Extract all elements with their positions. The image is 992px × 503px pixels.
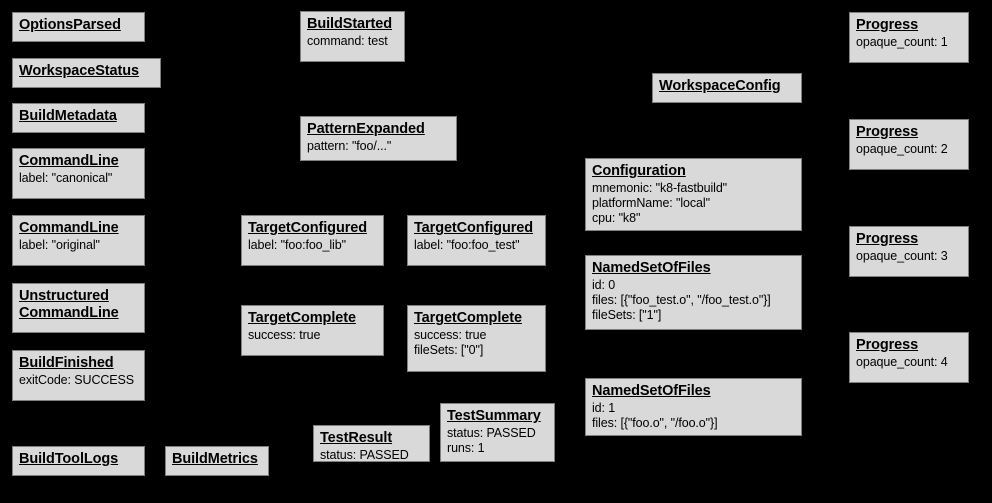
node-field-0: label: "canonical" xyxy=(19,171,113,186)
node-title: WorkspaceConfig xyxy=(659,78,781,94)
node-command-line-original[interactable]: CommandLine label: "original" xyxy=(12,215,145,266)
node-test-result[interactable]: TestResult status: PASSED xyxy=(313,425,430,462)
node-field-1: runs: 1 xyxy=(447,440,485,455)
node-build-started[interactable]: BuildStarted command: test xyxy=(300,11,405,62)
node-field-0: status: PASSED xyxy=(447,426,536,441)
node-field-2: cpu: "k8" xyxy=(592,210,641,225)
node-field-0: pattern: "foo/..." xyxy=(307,139,392,154)
node-field-0: opaque_count: 1 xyxy=(856,35,948,50)
node-field-0: id: 1 xyxy=(592,401,616,416)
node-title: TargetConfigured xyxy=(414,220,533,236)
node-target-configured-foo-lib[interactable]: TargetConfigured label: "foo:foo_lib" xyxy=(241,215,384,266)
node-workspace-config[interactable]: WorkspaceConfig xyxy=(652,73,802,103)
node-field-0: label: "original" xyxy=(19,238,100,253)
node-progress-3[interactable]: Progress opaque_count: 3 xyxy=(849,226,969,277)
node-title: Progress xyxy=(856,231,919,247)
node-title: Configuration xyxy=(592,163,686,179)
node-title: OptionsParsed xyxy=(19,17,121,33)
node-build-tool-logs[interactable]: BuildToolLogs xyxy=(12,446,145,476)
node-title: TestResult xyxy=(320,430,393,446)
node-pattern-expanded[interactable]: PatternExpanded pattern: "foo/..." xyxy=(300,116,457,161)
node-title: TargetConfigured xyxy=(248,220,367,236)
node-workspace-status[interactable]: WorkspaceStatus xyxy=(12,58,161,88)
node-field-0: label: "foo:foo_lib" xyxy=(248,238,346,253)
node-field-0: mnemonic: "k8-fastbuild" xyxy=(592,181,728,196)
node-field-2: fileSets: ["1"] xyxy=(592,307,662,322)
node-title: Progress xyxy=(856,337,919,353)
node-title: BuildToolLogs xyxy=(19,451,119,467)
node-command-line-canonical[interactable]: CommandLine label: "canonical" xyxy=(12,148,145,199)
node-options-parsed[interactable]: OptionsParsed xyxy=(12,12,145,42)
node-title: Progress xyxy=(856,124,919,140)
node-title: PatternExpanded xyxy=(307,121,425,137)
node-field-0: status: PASSED xyxy=(320,448,409,463)
node-title: TargetComplete xyxy=(248,310,356,326)
node-field-0: label: "foo:foo_test" xyxy=(414,238,520,253)
node-field-1: platformName: "local" xyxy=(592,195,710,210)
node-title: NamedSetOfFiles xyxy=(592,260,711,276)
node-field-1: files: [{"foo.o", "/foo.o"}] xyxy=(592,415,718,430)
node-field-0: success: true xyxy=(248,328,321,343)
node-field-0: opaque_count: 2 xyxy=(856,142,948,157)
node-field-0: id: 0 xyxy=(592,278,616,293)
node-title: TestSummary xyxy=(447,408,541,424)
node-title: NamedSetOfFiles xyxy=(592,383,711,399)
node-build-metadata[interactable]: BuildMetadata xyxy=(12,103,145,133)
node-title: BuildFinished xyxy=(19,355,114,371)
node-configuration[interactable]: Configuration mnemonic: "k8-fastbuild"pla… xyxy=(585,158,802,231)
node-field-1: files: [{"foo_test.o", "/foo_test.o"}] xyxy=(592,292,771,307)
node-title: BuildMetadata xyxy=(19,108,117,124)
node-unstructured-command-line[interactable]: Unstructured CommandLine xyxy=(12,283,145,333)
node-title: Progress xyxy=(856,17,919,33)
node-field-0: success: true xyxy=(414,328,487,343)
node-title: TargetComplete xyxy=(414,310,522,326)
node-target-configured-foo-test[interactable]: TargetConfigured label: "foo:foo_test" xyxy=(407,215,546,266)
node-field-0: exitCode: SUCCESS xyxy=(19,373,135,388)
node-title: BuildStarted xyxy=(307,16,393,32)
node-field-0: command: test xyxy=(307,34,388,49)
node-progress-2[interactable]: Progress opaque_count: 2 xyxy=(849,119,969,170)
node-title: Unstructured CommandLine xyxy=(19,288,119,322)
node-progress-4[interactable]: Progress opaque_count: 4 xyxy=(849,332,969,383)
node-build-finished[interactable]: BuildFinished exitCode: SUCCESS xyxy=(12,350,145,401)
node-title: BuildMetrics xyxy=(172,451,258,467)
node-title: CommandLine xyxy=(19,220,119,236)
node-field-1: fileSets: ["0"] xyxy=(414,342,484,357)
node-field-0: opaque_count: 4 xyxy=(856,355,948,370)
node-target-complete-lib[interactable]: TargetComplete success: true xyxy=(241,305,384,356)
node-field-0: opaque_count: 3 xyxy=(856,249,948,264)
node-title: WorkspaceStatus xyxy=(19,63,139,79)
node-progress-1[interactable]: Progress opaque_count: 1 xyxy=(849,12,969,63)
node-title: CommandLine xyxy=(19,153,119,169)
node-build-metrics[interactable]: BuildMetrics xyxy=(165,446,269,476)
